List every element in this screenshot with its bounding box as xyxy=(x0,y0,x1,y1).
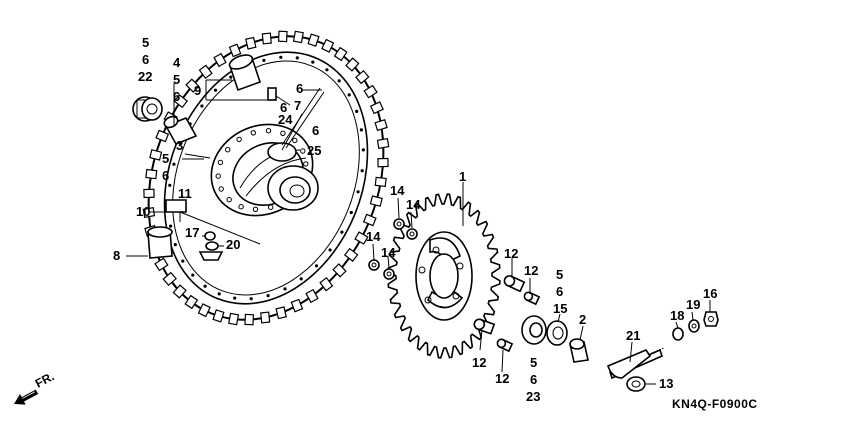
label-6-bearing-right: 6 xyxy=(530,372,537,387)
rim-spoke-holes xyxy=(167,55,365,301)
label-5-hub: 5 xyxy=(162,151,169,166)
label-6-hub: 6 xyxy=(162,168,169,183)
front-arrow-icon xyxy=(14,389,39,405)
label-12-d: 12 xyxy=(495,371,509,386)
top-collar xyxy=(228,54,277,101)
label-25: 25 xyxy=(307,143,321,158)
rear-wheel-assembly xyxy=(132,30,390,326)
label-13: 13 xyxy=(659,376,673,391)
label-8: 8 xyxy=(113,248,120,263)
label-14-a: 14 xyxy=(390,183,405,198)
label-3: 3 xyxy=(176,138,183,153)
hub-bearings xyxy=(521,315,589,363)
label-14-c: 14 xyxy=(366,229,381,244)
axle-hardware xyxy=(672,311,719,341)
label-1: 1 xyxy=(459,169,466,184)
front-direction-label: FR. xyxy=(33,369,57,390)
rim-inner xyxy=(172,60,360,296)
diagram-code: KN4Q-F0900C xyxy=(672,397,758,411)
sprocket xyxy=(387,193,501,359)
label-5-bearing-right: 5 xyxy=(530,355,537,370)
label-24: 24 xyxy=(278,112,293,127)
label-14-b: 14 xyxy=(406,197,421,212)
label-20: 20 xyxy=(226,237,240,252)
label-17: 17 xyxy=(185,225,199,240)
label-6-spacer: 6 xyxy=(280,100,287,115)
label-2: 2 xyxy=(579,312,586,327)
label-19: 19 xyxy=(686,297,700,312)
label-14-d: 14 xyxy=(381,245,396,260)
front-direction-indicator: FR. xyxy=(14,369,57,405)
label-18: 18 xyxy=(670,308,684,323)
axle xyxy=(607,347,665,392)
label-12-c: 12 xyxy=(472,355,486,370)
label-6-bearing: 6 xyxy=(142,52,149,67)
label-21: 21 xyxy=(626,328,640,343)
label-12-b: 12 xyxy=(524,263,538,278)
label-4: 4 xyxy=(173,55,181,70)
label-12-a: 12 xyxy=(504,246,518,261)
label-9: 9 xyxy=(194,83,201,98)
label-6-spoke: 6 xyxy=(312,123,319,138)
label-23: 23 xyxy=(526,389,540,404)
label-16: 16 xyxy=(703,286,717,301)
label-15: 15 xyxy=(553,301,567,316)
tire-tread xyxy=(142,30,390,326)
label-10: 10 xyxy=(136,204,150,219)
label-5-seal: 5 xyxy=(556,267,563,282)
label-7: 7 xyxy=(294,98,301,113)
callout-labels: 1 2 3 4 5 6 5 6 22 9 6 6 7 24 6 25 5 6 1… xyxy=(113,35,717,404)
label-6-seal: 6 xyxy=(556,284,563,299)
label-6-top: 6 xyxy=(173,89,180,104)
label-22: 22 xyxy=(138,69,152,84)
label-6-collar: 6 xyxy=(296,81,303,96)
bearing-left xyxy=(132,96,163,122)
label-5-bearing: 5 xyxy=(142,35,149,50)
leader-lines xyxy=(126,79,711,385)
hub xyxy=(210,123,319,217)
sprocket-nuts xyxy=(368,218,418,280)
left-collar xyxy=(147,199,187,259)
label-5-top: 5 xyxy=(173,72,180,87)
label-11: 11 xyxy=(178,186,192,201)
